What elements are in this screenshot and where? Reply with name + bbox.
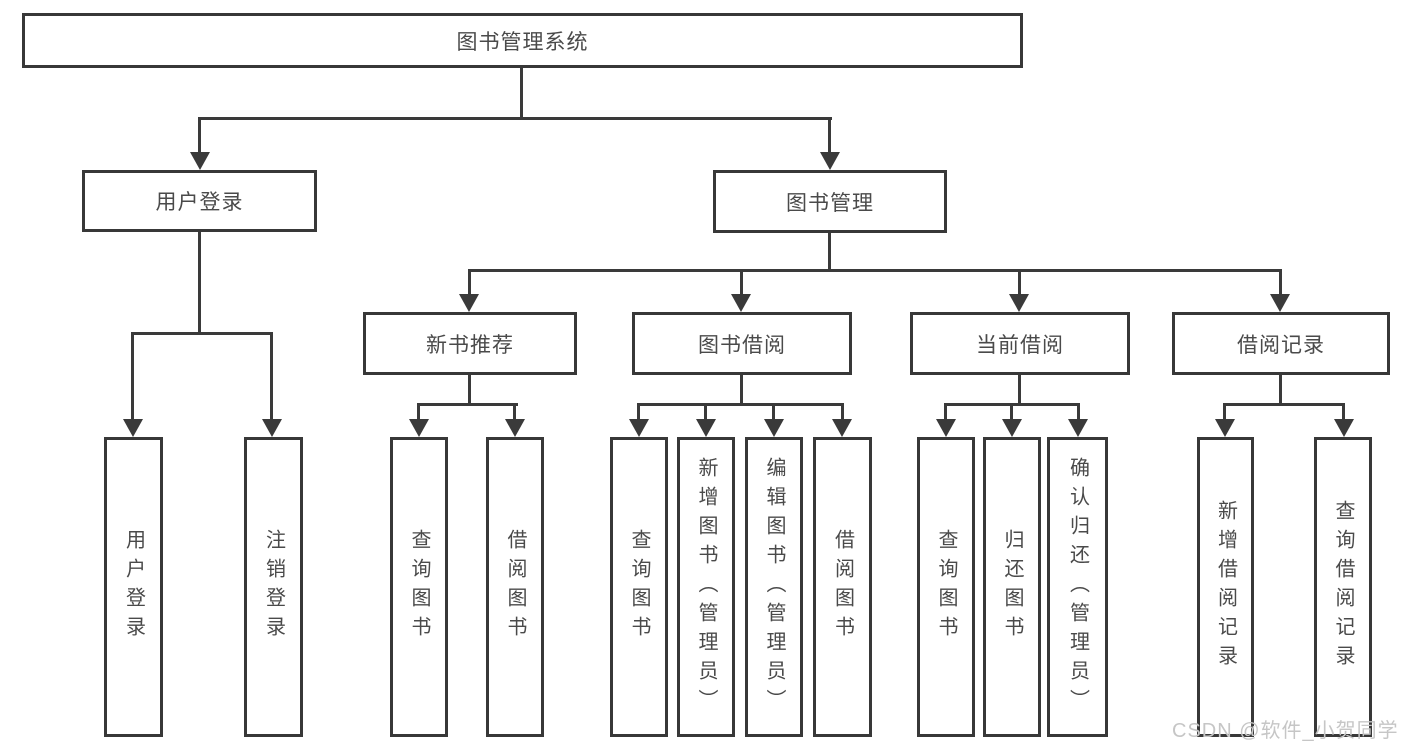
connector-line xyxy=(198,232,201,335)
connector-line xyxy=(740,269,743,296)
leaf-recommend-borrow-books: 借阅图书 xyxy=(486,437,544,737)
leaf-logout: 注销登录 xyxy=(244,437,303,737)
leaf-query-borrowing-record: 查询借阅记录 xyxy=(1314,437,1372,737)
leaf-current-query-books: 查询图书 xyxy=(917,437,975,737)
leaf-add-borrowing-record: 新增借阅记录 xyxy=(1197,437,1254,737)
connector-line xyxy=(740,375,743,406)
node-label: 新增借阅记录 xyxy=(1214,500,1237,674)
node-label: 新增图书（管理员） xyxy=(695,456,717,718)
arrow-down-icon xyxy=(1002,419,1022,437)
connector-line xyxy=(704,403,707,420)
connector-line xyxy=(1223,403,1345,406)
arrow-down-icon xyxy=(1068,419,1088,437)
connector-line xyxy=(270,332,273,419)
arrow-down-icon xyxy=(123,419,143,437)
leaf-return-books: 归还图书 xyxy=(983,437,1041,737)
arrow-down-icon xyxy=(190,152,210,170)
watermark: CSDN @软件_小贺同学 xyxy=(1172,720,1399,742)
leaf-edit-books-admin: 编辑图书（管理员） xyxy=(745,437,803,737)
connector-line xyxy=(944,403,947,420)
node-book-borrowing: 图书借阅 xyxy=(632,312,852,375)
connector-line xyxy=(468,269,1281,272)
arrow-down-icon xyxy=(1215,419,1235,437)
node-label: 图书借阅 xyxy=(698,333,786,357)
node-borrowing-records: 借阅记录 xyxy=(1172,312,1390,375)
connector-line xyxy=(1077,403,1080,420)
connector-line xyxy=(198,117,832,120)
connector-line xyxy=(131,332,273,335)
node-label: 归还图书 xyxy=(1001,529,1023,645)
arrow-down-icon xyxy=(459,294,479,312)
node-label: 查询借阅记录 xyxy=(1332,500,1354,674)
arrow-down-icon xyxy=(1270,294,1290,312)
arrow-down-icon xyxy=(696,419,716,437)
node-label: 查询图书 xyxy=(935,529,957,645)
connector-line xyxy=(131,332,134,419)
arrow-down-icon xyxy=(832,419,852,437)
arrow-down-icon xyxy=(1009,294,1029,312)
connector-line xyxy=(637,403,640,420)
connector-line xyxy=(417,403,518,406)
node-label: 用户登录 xyxy=(155,191,244,214)
connector-line xyxy=(1018,269,1021,296)
leaf-recommend-query-books: 查询图书 xyxy=(390,437,448,737)
connector-line xyxy=(828,117,831,153)
connector-line xyxy=(1018,375,1021,406)
node-book-management: 图书管理 xyxy=(713,170,947,233)
connector-line xyxy=(1279,374,1282,406)
node-library-management-system: 图书管理系统 xyxy=(22,13,1023,68)
node-label: 查询图书 xyxy=(628,529,650,645)
arrow-down-icon xyxy=(409,419,429,437)
node-current-borrowing: 当前借阅 xyxy=(910,312,1130,375)
arrow-down-icon xyxy=(731,294,751,312)
leaf-confirm-return-admin: 确认归还（管理员） xyxy=(1047,437,1108,737)
node-label: 借阅图书 xyxy=(504,529,526,645)
arrow-down-icon xyxy=(820,152,840,170)
connector-line xyxy=(1279,269,1282,296)
connector-line xyxy=(637,403,844,406)
leaf-user-login: 用户登录 xyxy=(104,437,163,737)
arrow-down-icon xyxy=(1334,419,1354,437)
arrow-down-icon xyxy=(936,419,956,437)
connector-line xyxy=(828,233,831,272)
connector-line xyxy=(468,269,471,296)
node-label: 用户登录 xyxy=(122,529,145,645)
leaf-borrowing-borrow-books: 借阅图书 xyxy=(813,437,872,737)
node-label: 借阅图书 xyxy=(831,529,854,645)
arrow-down-icon xyxy=(262,419,282,437)
node-label: 新书推荐 xyxy=(426,333,514,357)
connector-line xyxy=(468,375,471,406)
connector-line xyxy=(772,403,775,420)
connector-line xyxy=(1342,403,1345,420)
connector-line xyxy=(520,68,523,120)
node-label: 确认归还（管理员） xyxy=(1066,456,1089,718)
node-label: 查询图书 xyxy=(408,529,430,645)
connector-line xyxy=(417,403,420,420)
leaf-borrowing-query-books: 查询图书 xyxy=(610,437,668,737)
connector-line xyxy=(841,403,844,420)
node-new-book-recommendation: 新书推荐 xyxy=(363,312,577,375)
connector-line xyxy=(1010,403,1013,420)
leaf-add-books-admin: 新增图书（管理员） xyxy=(677,437,735,737)
node-label: 注销登录 xyxy=(262,529,285,645)
connector-line xyxy=(198,117,201,153)
node-label: 图书管理 xyxy=(786,191,874,215)
node-label: 编辑图书（管理员） xyxy=(763,456,785,718)
node-user-login: 用户登录 xyxy=(82,170,317,232)
arrow-down-icon xyxy=(764,419,784,437)
node-label: 借阅记录 xyxy=(1237,333,1325,357)
node-label: 当前借阅 xyxy=(976,333,1064,357)
arrow-down-icon xyxy=(505,419,525,437)
connector-line xyxy=(1223,403,1226,420)
node-label: 图书管理系统 xyxy=(456,30,589,54)
connector-line xyxy=(513,403,516,420)
arrow-down-icon xyxy=(629,419,649,437)
